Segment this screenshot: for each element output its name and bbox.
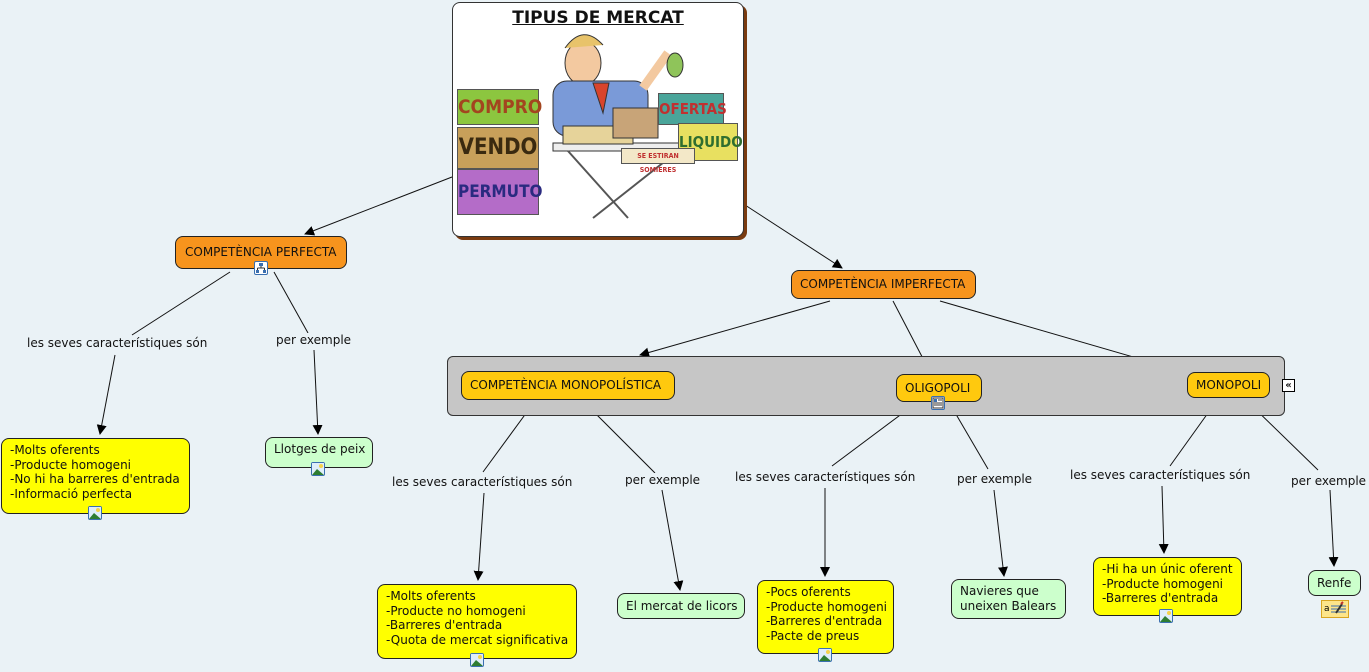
characteristic-item: -Producte homogeni — [766, 599, 888, 614]
link-root-perfecta — [304, 176, 453, 236]
characteristic-item: -Hi ha un únic oferent — [1102, 562, 1233, 576]
node-label: Renfe — [1317, 576, 1352, 590]
link-label-example: per exemple — [625, 473, 701, 487]
characteristic-item: -Informació perfecta — [10, 486, 133, 501]
characteristic-item: -Producte homogeni — [1102, 576, 1224, 591]
node-label: OLIGOPOLI — [905, 381, 971, 395]
root-title: TIPUS DE MERCAT — [512, 8, 684, 28]
sign-ofertas: OFERTAS — [658, 93, 727, 125]
characteristic-item: -Barreres d'entrada — [1102, 591, 1219, 605]
image-icon[interactable] — [311, 462, 325, 476]
node-label: El mercat de licors — [626, 599, 738, 613]
root-concept-image[interactable]: TIPUS DE MERCAT COMPRO VENDO PERMUTO OFE… — [452, 2, 744, 237]
document-icon[interactable] — [931, 396, 945, 410]
node-label: COMPETÈNCIA MONOPOLÍSTICA — [470, 378, 662, 392]
link-label-characteristics: les seves característiques són — [1070, 468, 1251, 482]
characteristic-item: -Pocs oferents — [766, 585, 851, 599]
node-competencia-perfecta[interactable]: COMPETÈNCIA PERFECTA — [175, 236, 347, 269]
node-competencia-imperfecta[interactable]: COMPETÈNCIA IMPERFECTA — [791, 270, 976, 299]
characteristic-item: -Producte homogeni — [10, 457, 132, 472]
node-label: COMPETÈNCIA PERFECTA — [185, 245, 337, 259]
node-perfecta-characteristics[interactable]: -Molts oferents -Producte homogeni -No h… — [1, 438, 190, 514]
characteristic-item: -Quota de mercat significativa — [386, 632, 569, 647]
node-label: Llotges de peix — [274, 442, 366, 456]
node-monopoli-characteristics[interactable]: -Hi ha un únic oferent -Producte homogen… — [1093, 557, 1242, 616]
sign-permuto: PERMUTO — [457, 169, 543, 215]
svg-text:a: a — [1324, 604, 1330, 614]
characteristic-item: -Molts oferents — [10, 443, 100, 457]
link-label-characteristics: les seves característiques són — [392, 475, 573, 489]
link-label-characteristics: les seves característiques són — [735, 470, 916, 484]
link-label-example: per exemple — [1291, 474, 1367, 488]
node-competencia-monopolistica[interactable]: COMPETÈNCIA MONOPOLÍSTICA — [461, 371, 675, 400]
characteristic-item: -Producte no homogeni — [386, 603, 526, 618]
node-monopoli[interactable]: MONOPOLI — [1187, 372, 1270, 398]
node-monopolistica-characteristics[interactable]: -Molts oferents -Producte no homogeni -B… — [377, 584, 577, 659]
node-renfe[interactable]: Renfe — [1308, 570, 1361, 596]
node-label-line: Navieres que — [960, 584, 1039, 598]
annotation-icon[interactable]: a — [1321, 600, 1349, 618]
node-oligopoli[interactable]: OLIGOPOLI — [896, 374, 982, 402]
characteristic-item: -Barreres d'entrada — [386, 618, 503, 632]
node-navieres-balears[interactable]: Navieres que uneixen Balears — [951, 579, 1066, 619]
characteristic-item: -Molts oferents — [386, 589, 476, 603]
characteristic-item: -No hi ha barreres d'entrada — [10, 472, 180, 486]
sign-somieres: SE ESTIRAN SOMIERES — [621, 148, 695, 174]
link-root-imperfecta — [744, 204, 843, 269]
link-label-example: per exemple — [276, 333, 352, 347]
sign-liquido: LIQUIDO — [678, 123, 743, 161]
node-label-line: uneixen Balears — [960, 598, 1057, 613]
sign-vendo: VENDO — [457, 127, 539, 169]
node-oligopoli-characteristics[interactable]: -Pocs oferents -Producte homogeni -Barre… — [757, 580, 894, 654]
node-el-mercat-de-licors[interactable]: El mercat de licors — [617, 593, 745, 619]
sign-compro: COMPRO — [457, 89, 542, 125]
characteristic-item: -Pacte de preus — [766, 628, 860, 643]
submap-icon[interactable] — [254, 261, 268, 275]
node-label: COMPETÈNCIA IMPERFECTA — [800, 277, 966, 291]
node-label: MONOPOLI — [1196, 378, 1262, 392]
image-icon[interactable] — [818, 648, 832, 662]
image-icon[interactable] — [470, 653, 484, 667]
image-icon[interactable] — [1159, 609, 1173, 623]
link-label-example: per exemple — [957, 472, 1033, 486]
collapse-group-button[interactable]: « — [1282, 379, 1295, 392]
link-label-characteristics: les seves característiques són — [27, 336, 208, 350]
image-icon[interactable] — [88, 506, 102, 520]
characteristic-item: -Barreres d'entrada — [766, 614, 883, 628]
